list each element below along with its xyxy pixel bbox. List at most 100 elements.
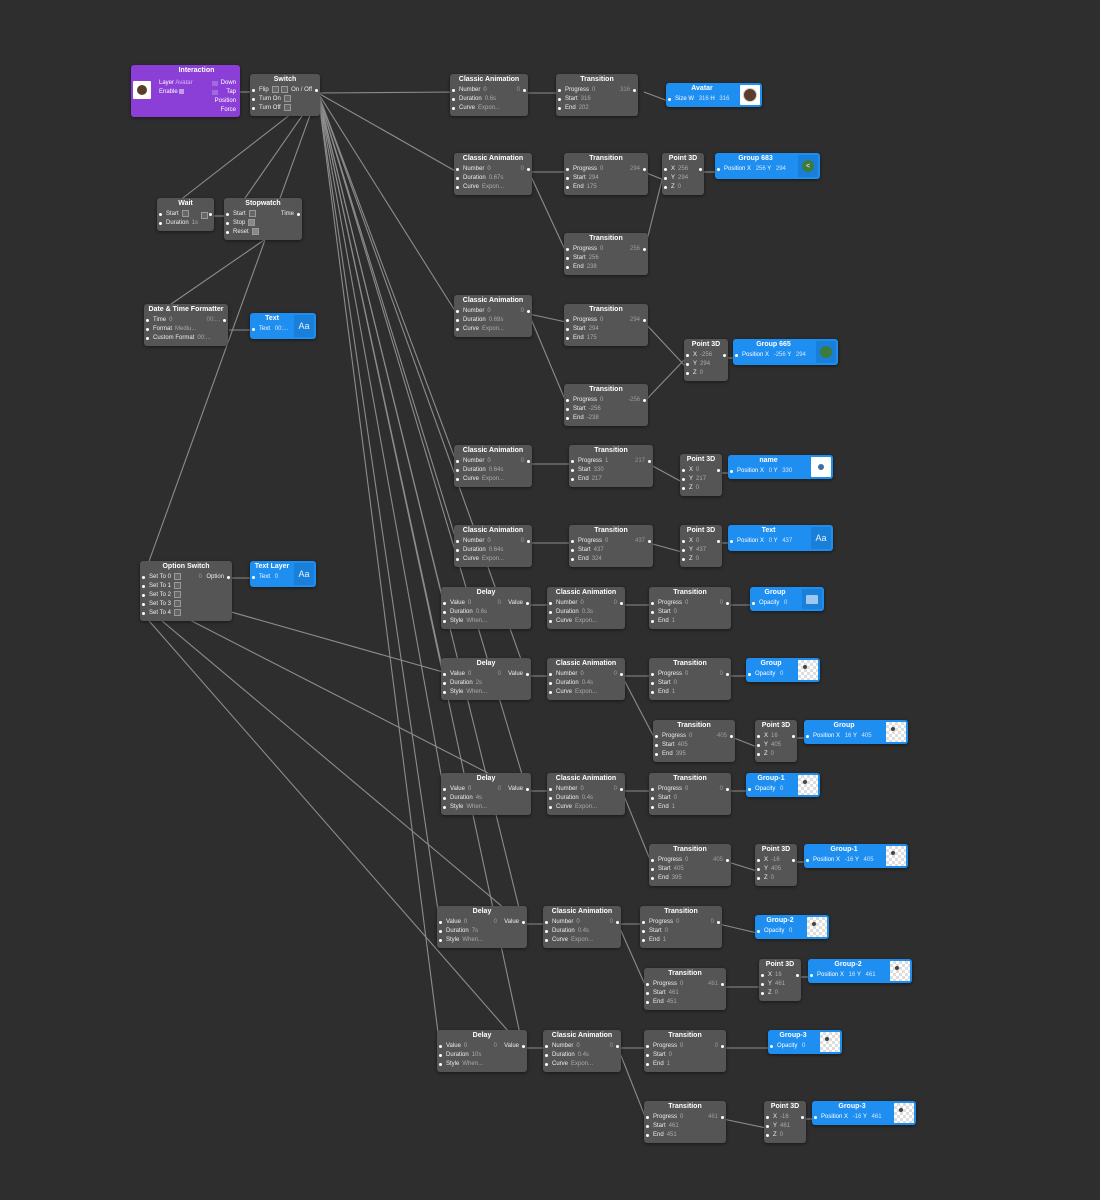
opacity-input[interactable]: Opacity 0 xyxy=(750,599,824,608)
position-layer-patch[interactable]: Group-1 Position X -16 Y 405 xyxy=(804,844,908,868)
avatar-layer-patch[interactable]: Avatar Size W 316 H 316 xyxy=(666,83,762,107)
x-input[interactable]: X-256 xyxy=(684,351,728,360)
opacity-input[interactable]: Opacity 0 xyxy=(755,927,829,936)
enable-checkbox[interactable] xyxy=(179,88,185,94)
position-input[interactable]: Position X 256 Y 294 xyxy=(715,165,820,174)
position-input[interactable]: Position X 0 Y 437 xyxy=(728,537,833,546)
set-to-1-input[interactable]: Set To 1 xyxy=(140,582,232,591)
position-input[interactable]: Position X -256 Y 294 xyxy=(733,351,838,360)
opacity-input[interactable]: Opacity 0 xyxy=(746,785,820,794)
turn-off-input[interactable]: Turn Off xyxy=(250,104,320,113)
text-layer-patch[interactable]: Text Text 00:... Aa xyxy=(250,313,316,339)
text-layer-option-patch[interactable]: Text Layer Text 0 Aa xyxy=(250,561,316,587)
opacity-input[interactable]: Opacity 0 xyxy=(746,670,820,679)
name-layer-patch[interactable]: name Position X 0 Y 330 xyxy=(728,455,833,479)
position-input[interactable]: Position X 16 Y 461 xyxy=(808,971,912,980)
position-layer-patch[interactable]: Group-3 Position X -16 Y 461 xyxy=(812,1101,916,1125)
text-layer-patch[interactable]: Text Position X 0 Y 437 Aa xyxy=(728,525,833,551)
stopwatch-reset-input[interactable]: Reset xyxy=(224,228,302,237)
